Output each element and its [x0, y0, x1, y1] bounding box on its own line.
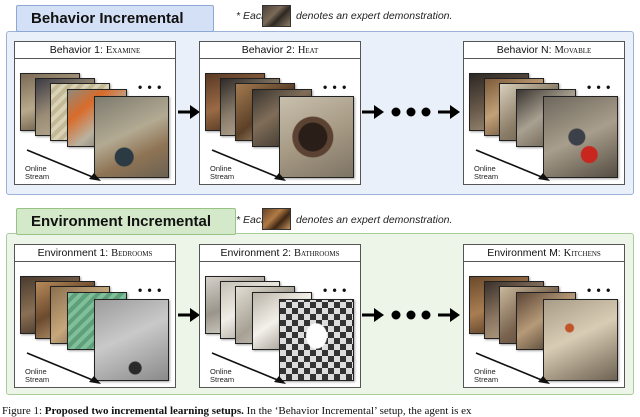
panel-title: Behavior 1: Examine: [15, 42, 175, 59]
stream-arrow-icon: [211, 149, 286, 181]
arrow-right-icon: [362, 105, 384, 119]
arrow-right-icon: [178, 105, 200, 119]
environment-note-prefix: * Each: [236, 214, 267, 226]
arrow-right-icon: [362, 308, 384, 322]
stack-dots: • • •: [323, 283, 348, 297]
behavior-note-text: denotes an expert demonstration.: [296, 10, 453, 22]
arrow-right-icon: [438, 105, 460, 119]
behavior-note-prefix: * Each: [236, 10, 267, 22]
arrow-right-icon: [178, 308, 200, 322]
continuation-dots-icon: [391, 310, 431, 320]
stack-dots: • • •: [587, 283, 612, 297]
stack-dots: • • •: [138, 80, 163, 94]
panel-title: Environment M: Kitchens: [464, 245, 624, 262]
stack-dots: • • •: [323, 80, 348, 94]
environment-note-text: denotes an expert demonstration.: [296, 214, 453, 226]
panel-title: Behavior 2: Heat: [200, 42, 360, 59]
environment-demo-thumbnail: [262, 208, 291, 230]
stream-arrow-icon: [475, 352, 550, 384]
panel-title: Environment 2: Bathrooms: [200, 245, 360, 262]
behavior-incremental-tag: Behavior Incremental: [16, 5, 214, 32]
figure-caption: Figure 1: Proposed two incremental learn…: [2, 405, 472, 417]
panel-title: Behavior N: Movable: [464, 42, 624, 59]
stream-arrow-icon: [26, 352, 101, 384]
stack-dots: • • •: [587, 80, 612, 94]
stream-arrow-icon: [475, 149, 550, 181]
stack-dots: • • •: [138, 283, 163, 297]
stream-arrow-icon: [211, 352, 286, 384]
behavior-demo-thumbnail: [262, 5, 291, 27]
stream-arrow-icon: [26, 149, 101, 181]
arrow-right-icon: [438, 308, 460, 322]
environment-incremental-tag: Environment Incremental: [16, 208, 236, 235]
panel-title: Environment 1: Bedrooms: [15, 245, 175, 262]
continuation-dots-icon: [391, 107, 431, 117]
